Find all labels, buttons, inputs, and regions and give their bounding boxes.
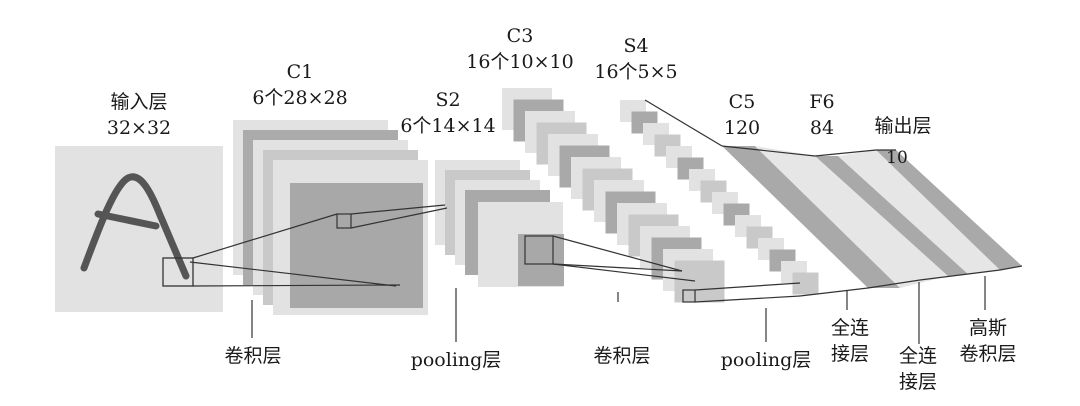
- c5-band: [722, 146, 900, 288]
- gauss-label-line2: 卷积层: [959, 343, 1016, 365]
- gauss-label-line1: 高斯: [969, 317, 1007, 339]
- fc2-label-line2: 接层: [899, 371, 937, 393]
- proj-c1-s2-top: [350, 204, 446, 215]
- projection-lines: [189, 204, 801, 303]
- proj-input-c1-mid: [189, 261, 397, 287]
- f6-size: 84: [810, 117, 834, 139]
- output-layer-size: 10: [886, 148, 908, 168]
- pool2-label: pooling层: [721, 349, 812, 371]
- input-layer-name: 输入层: [110, 91, 167, 113]
- c3-pool-window: [682, 289, 696, 303]
- c1-map-front: [290, 183, 423, 308]
- s4-feature-maps: [620, 100, 819, 295]
- c3-map: [674, 260, 725, 303]
- s4-map: [792, 272, 819, 295]
- c3-name: C3: [507, 25, 534, 47]
- s2-size: 6个14×14: [400, 115, 495, 137]
- fc1-label-line1: 全连: [831, 317, 869, 339]
- c1-feature-maps: [233, 120, 428, 315]
- c5-name: C5: [729, 91, 756, 113]
- input-layer: [55, 146, 223, 312]
- fc-top-edge: [721, 145, 896, 157]
- fc2-label-line1: 全连: [899, 345, 937, 367]
- op-ticks: [251, 276, 986, 344]
- input-image: [55, 146, 223, 312]
- c1-pool-window: [336, 213, 352, 229]
- proj-input-c1-bottom: [192, 284, 401, 287]
- c1-size: 6个28×28: [252, 87, 347, 109]
- conv2-label: 卷积层: [593, 345, 650, 367]
- proj-c3-s4-bottom: [694, 295, 801, 303]
- handwritten-a-bar: [94, 210, 160, 230]
- input-receptive-field: [162, 257, 194, 287]
- c5-size: 120: [724, 117, 760, 139]
- proj-c1-s2-bottom: [350, 207, 448, 229]
- fc1-label-line2: 接层: [831, 343, 869, 365]
- layer-labels: 输入层 32×32 C1 6个28×28 S2 6个14×14 C3 16个10…: [107, 25, 932, 168]
- pool1-label: pooling层: [411, 349, 502, 371]
- input-layer-size: 32×32: [107, 117, 171, 139]
- conv1-label: 卷积层: [224, 345, 281, 367]
- fc-bands: [644, 99, 1023, 297]
- s2-conv-window: [524, 235, 554, 265]
- output-band: [876, 150, 1022, 270]
- s4-to-c5-bottom-line: [799, 287, 869, 297]
- c3-size: 16个10×10: [466, 51, 573, 73]
- proj-input-c1-top: [192, 213, 338, 259]
- f6-band: [815, 156, 968, 276]
- c1-name: C1: [287, 61, 314, 83]
- s2-map-front: [518, 234, 564, 286]
- c3-feature-maps: [502, 88, 725, 303]
- f6-name: F6: [809, 91, 834, 113]
- proj-s2-c3-top: [552, 235, 683, 272]
- proj-s2-c3-bottom: [552, 263, 696, 282]
- s4-size: 16个5×5: [594, 61, 677, 83]
- proj-s2-c3-diag: [552, 263, 683, 272]
- f6-output-connection: [838, 150, 1000, 274]
- fc-bottom-edge: [867, 265, 1023, 289]
- proj-c3-s4-top: [694, 282, 801, 291]
- s2-feature-maps: [435, 160, 564, 287]
- c5-f6-connection: [755, 146, 948, 288]
- output-layer-name: 输出层: [874, 115, 931, 137]
- s4-name: S4: [623, 35, 648, 57]
- op-labels: 卷积层 pooling层 卷积层 pooling层 全连 接层 全连 接层 高斯…: [224, 317, 1016, 393]
- s4-to-c5-line: [644, 99, 723, 147]
- s2-name: S2: [435, 89, 460, 111]
